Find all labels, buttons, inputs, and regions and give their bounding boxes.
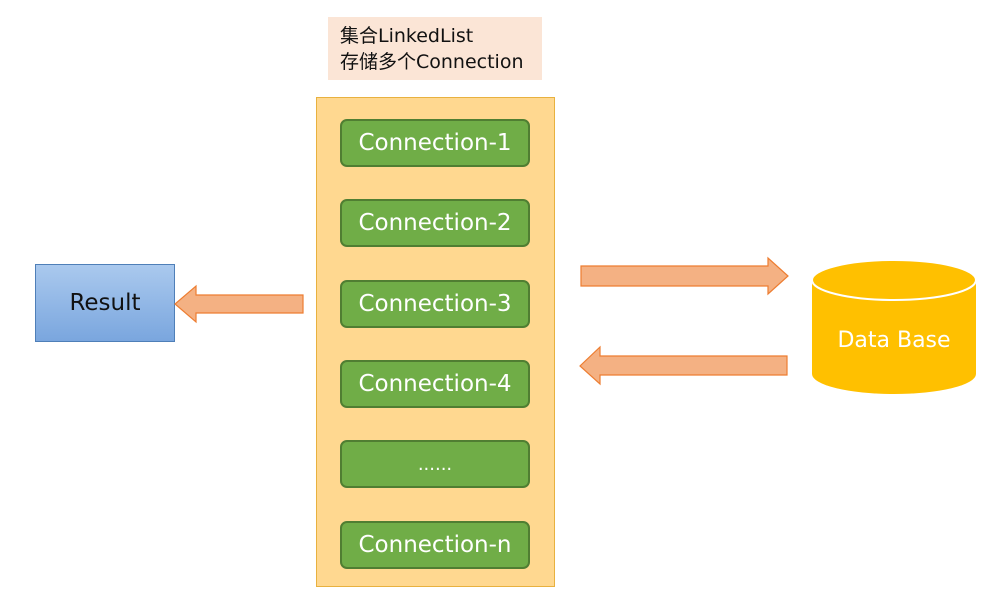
note-line-2: 存储多个Connection bbox=[340, 51, 524, 73]
arrow-to-database bbox=[580, 256, 789, 296]
connection-ellipsis-node: ...... bbox=[340, 440, 530, 488]
connection-node: Connection-2 bbox=[340, 199, 530, 247]
result-box: Result bbox=[35, 264, 175, 342]
connection-node: Connection-4 bbox=[340, 360, 530, 408]
note-line-1: 集合LinkedList bbox=[340, 25, 474, 47]
database-cylinder bbox=[811, 259, 977, 394]
connection-node: Connection-3 bbox=[340, 280, 530, 328]
arrow-to-result bbox=[174, 284, 304, 324]
connection-node: Connection-1 bbox=[340, 119, 530, 167]
connection-node: Connection-n bbox=[340, 521, 530, 569]
result-label: Result bbox=[69, 290, 141, 316]
database-label: Data Base bbox=[837, 327, 951, 353]
connection-pool-container bbox=[316, 97, 555, 587]
arrow-from-database bbox=[579, 345, 788, 386]
linkedlist-note: 集合LinkedList 存储多个Connection bbox=[328, 17, 542, 80]
